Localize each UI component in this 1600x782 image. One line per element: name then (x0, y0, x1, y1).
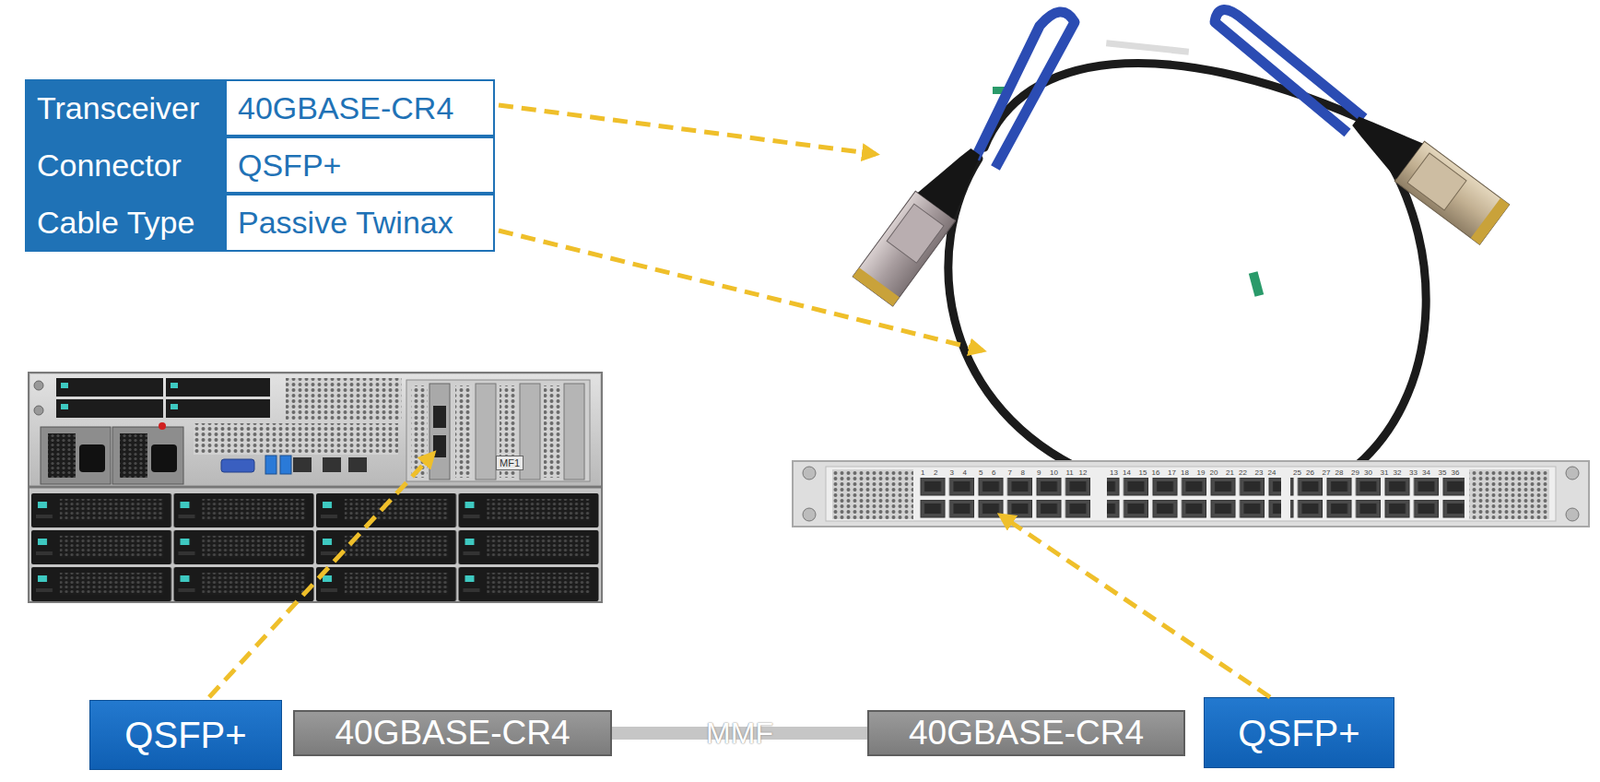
table-value-cell: QSFP+ (224, 136, 495, 194)
transceiver-box: 40GBASE-CR4 (293, 709, 612, 756)
leader-arrow (498, 105, 876, 154)
table-header-cell: Transceiver (24, 79, 225, 137)
port-number: 4 (963, 468, 967, 477)
port-number: 28 (1335, 468, 1344, 477)
connector-box: QSFP+ (1203, 696, 1395, 768)
leader-arrow (1000, 515, 1271, 697)
port-number: 12 (1079, 468, 1088, 477)
port-number: 10 (1049, 468, 1059, 477)
transceiver-box: 40GBASE-CR4 (867, 709, 1186, 756)
port-number: 34 (1422, 468, 1431, 477)
port-number: 2 (933, 468, 938, 477)
port-number: 8 (1021, 468, 1025, 477)
port-number: 30 (1364, 468, 1373, 477)
port-number: 9 (1036, 468, 1041, 477)
port-number: 17 (1167, 468, 1177, 477)
port-number: 21 (1225, 468, 1235, 477)
port-number: 25 (1293, 468, 1302, 477)
port-number: 7 (1008, 468, 1012, 477)
table-value-cell: Passive Twinax (224, 193, 495, 252)
slot-label: MF1 (495, 455, 524, 471)
port-number: 29 (1351, 468, 1360, 477)
box-label: 40GBASE-CR4 (335, 714, 571, 753)
port-number: 14 (1122, 468, 1131, 477)
leader-arrow (209, 453, 434, 697)
link-label: MMF (705, 716, 774, 751)
table-value-cell: 40GBASE-CR4 (224, 79, 495, 137)
port-number: 26 (1305, 468, 1315, 477)
port-number: 18 (1180, 468, 1189, 477)
port-number: 36 (1451, 468, 1460, 477)
table-header-cell: Cable Type (24, 193, 225, 252)
port-number: 33 (1409, 468, 1418, 477)
port-number: 16 (1152, 468, 1161, 477)
port-number: 19 (1197, 468, 1206, 477)
port-number: 1 (920, 468, 925, 477)
port-number: 15 (1139, 468, 1148, 477)
port-number: 3 (950, 468, 954, 477)
port-number: 20 (1210, 468, 1219, 477)
port-number: 32 (1393, 468, 1402, 477)
port-number: 27 (1322, 468, 1331, 477)
box-label: 40GBASE-CR4 (908, 714, 1144, 753)
port-number: 23 (1255, 468, 1264, 477)
port-number: 24 (1268, 468, 1277, 477)
port-number: 31 (1380, 468, 1389, 477)
port-number: 5 (978, 468, 983, 477)
port-number: 35 (1438, 468, 1448, 477)
leader-arrow (498, 230, 983, 351)
box-label: QSFP+ (1237, 712, 1360, 753)
port-number: 13 (1109, 468, 1118, 477)
port-number: 6 (991, 468, 996, 477)
box-label: QSFP+ (124, 714, 247, 755)
port-number: 22 (1238, 468, 1248, 477)
port-number: 11 (1066, 468, 1074, 477)
connector-box: QSFP+ (89, 699, 283, 770)
table-header-cell: Connector (24, 136, 225, 194)
